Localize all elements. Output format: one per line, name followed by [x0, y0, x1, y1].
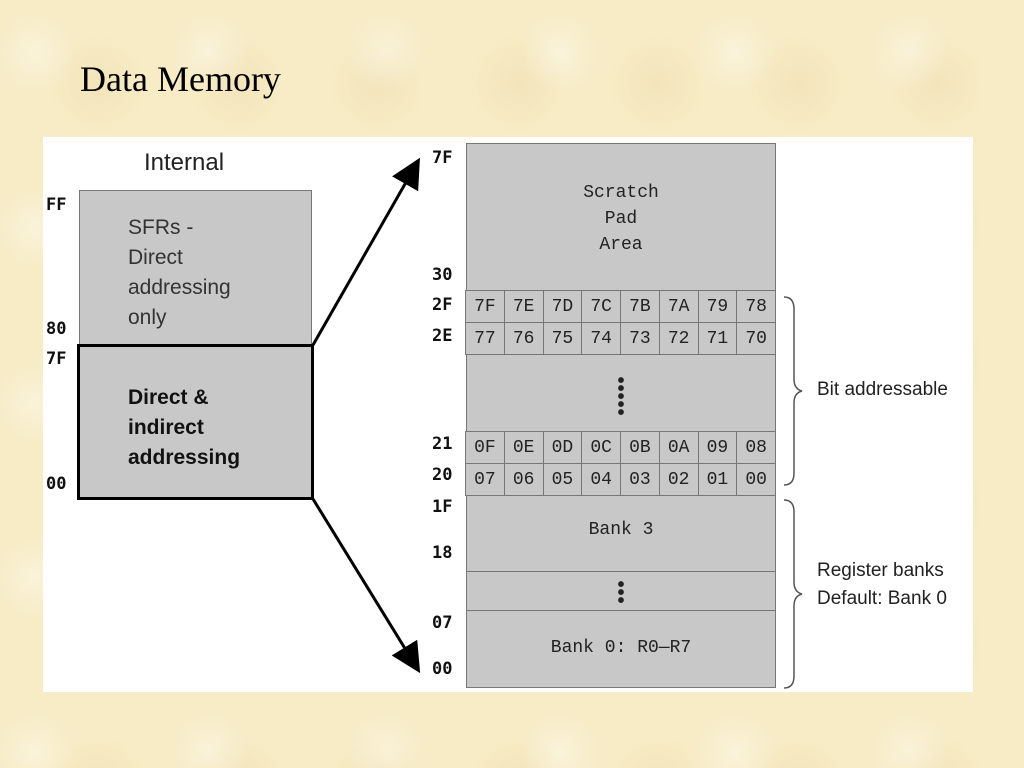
- bit-cell: 05: [542, 463, 583, 496]
- bit-cell: 7B: [620, 290, 660, 323]
- addr-07: 07: [432, 613, 453, 633]
- register-banks-line-1: Register banks: [817, 560, 944, 581]
- addr-00: 00: [432, 659, 453, 679]
- left-addr-80: 80: [46, 319, 67, 339]
- direct-indirect-text: Direct & indirect addressing: [128, 383, 240, 473]
- bit-cell: 7D: [542, 290, 583, 323]
- scratch-pad-text: Scratch Pad Area: [467, 180, 775, 258]
- addr-18: 18: [432, 543, 453, 563]
- bit-brace: [783, 296, 803, 486]
- expansion-arrows: [311, 157, 803, 689]
- scratch-line-1: Scratch: [583, 183, 659, 203]
- slide-title: Data Memory: [80, 59, 281, 99]
- bit-cell: 09: [697, 431, 738, 464]
- addr-1f: 1F: [432, 497, 453, 517]
- direct-line-3: addressing: [128, 446, 241, 469]
- bit-cell: 07: [465, 463, 505, 496]
- bank-0-label: Bank 0: R0—R7: [550, 638, 692, 658]
- bit-cell: 7C: [581, 290, 621, 323]
- bit-cell: 74: [581, 322, 621, 355]
- bit-cell: 03: [620, 463, 660, 496]
- direct-line-1: Direct &: [128, 386, 209, 409]
- sfr-line-4: only: [128, 306, 167, 329]
- addr-20: 20: [432, 465, 453, 485]
- bit-cell: 00: [736, 463, 776, 496]
- bit-row-2e: 77 76 75 74 73 72 71 70: [465, 322, 776, 355]
- bit-cell: 0D: [542, 431, 583, 464]
- bit-row-21: 0F 0E 0D 0C 0B 0A 09 08: [465, 431, 776, 464]
- bit-cell: 7F: [465, 290, 505, 323]
- arrow-to-bottom: [311, 498, 421, 674]
- bit-cell: 73: [620, 322, 660, 355]
- addr-30: 30: [432, 265, 453, 285]
- bit-cell: 75: [542, 322, 583, 355]
- bit-addressable-label: Bit addressable: [817, 379, 948, 400]
- direct-indirect-box: Direct & indirect addressing: [77, 344, 314, 500]
- vertical-ellipsis-icon: •••: [617, 574, 625, 612]
- sfr-line-1: SFRs -: [128, 216, 194, 239]
- memory-map: Scratch Pad Area 7F 7E 7D 7C 7B 7A 79 78…: [465, 143, 776, 688]
- bit-cell: 0E: [503, 431, 544, 464]
- scratch-line-3: Area: [599, 235, 643, 255]
- sfr-line-3: addressing: [128, 276, 231, 299]
- bit-cell: 08: [736, 431, 776, 464]
- internal-title: Internal: [144, 149, 225, 176]
- bit-cell: 01: [697, 463, 738, 496]
- bit-cell: 79: [697, 290, 738, 323]
- addr-21: 21: [432, 434, 453, 454]
- bit-cell: 04: [581, 463, 621, 496]
- bit-cell: 76: [503, 322, 544, 355]
- register-banks-line-2: Default: Bank 0: [817, 588, 947, 609]
- scratch-line-2: Pad: [604, 209, 638, 229]
- bit-cell: 70: [736, 322, 776, 355]
- scratch-pad-area: Scratch Pad Area: [466, 143, 776, 291]
- vertical-ellipsis-icon: •••••: [617, 370, 625, 424]
- reg-brace: [783, 499, 803, 689]
- bank-0: Bank 0: R0—R7: [466, 610, 776, 688]
- bank-3-label: Bank 3: [588, 520, 654, 540]
- bit-cell: 7A: [658, 290, 699, 323]
- bit-cell: 7E: [503, 290, 544, 323]
- bank-3: Bank 3: [466, 495, 776, 572]
- addr-7f: 7F: [432, 148, 453, 168]
- bit-cell: 0A: [658, 431, 699, 464]
- arrow-to-top: [311, 157, 420, 346]
- bit-cell: 72: [658, 322, 699, 355]
- left-addr-00: 00: [46, 474, 67, 494]
- direct-line-2: indirect: [128, 416, 204, 439]
- left-addr-ff: FF: [46, 195, 67, 215]
- bit-row-20: 07 06 05 04 03 02 01 00: [465, 463, 776, 496]
- bit-cell: 0B: [620, 431, 660, 464]
- addr-2e: 2E: [432, 326, 453, 346]
- bit-row-2f: 7F 7E 7D 7C 7B 7A 79 78: [465, 290, 776, 323]
- sfr-line-2: Direct: [128, 246, 183, 269]
- bit-cell: 0C: [581, 431, 621, 464]
- banks-gap: •••: [466, 571, 776, 611]
- addr-2f: 2F: [432, 295, 453, 315]
- data-memory-diagram: Internal FF 80 7F 00 SFRs - Direct addre…: [43, 137, 973, 692]
- register-banks-label: Register banks Default: Bank 0: [817, 557, 947, 613]
- bit-cell: 71: [697, 322, 738, 355]
- bit-cell: 78: [736, 290, 776, 323]
- bit-cell: 77: [465, 322, 505, 355]
- sfr-box-text: SFRs - Direct addressing only: [128, 213, 231, 333]
- bit-area-gap: •••••: [466, 354, 776, 432]
- left-addr-7f: 7F: [46, 349, 67, 369]
- bit-cell: 0F: [465, 431, 505, 464]
- bit-cell: 02: [658, 463, 699, 496]
- bit-cell: 06: [503, 463, 544, 496]
